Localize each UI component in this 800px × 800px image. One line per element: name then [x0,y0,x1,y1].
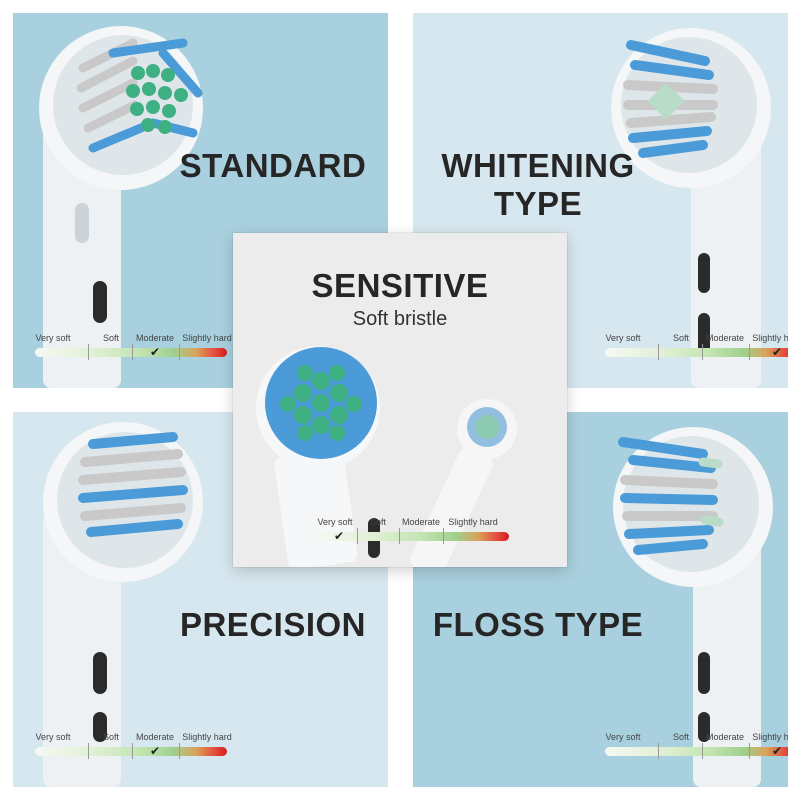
panel-subtitle: Soft bristle [352,308,448,330]
scale-label-soft: Soft [672,333,690,343]
panel-whitening: WHITENING TYPE Very soft Soft Moderate S… [413,13,788,388]
panel-sensitive: SENSITIVE Soft bristle Very soft Soft Mo… [233,233,567,567]
panel-title: STANDARD [179,147,367,184]
scale-label-very-soft: Very soft [35,333,71,343]
scale-divider [749,743,750,759]
panel-title: FLOSS TYPE [432,606,644,643]
scale-divider [749,344,750,360]
toothbrush-head-image [613,427,773,787]
hardness-bar [317,532,509,541]
toothbrush-head-image [611,28,771,388]
panel-title: SENSITIVE [311,267,489,304]
scale-label-moderate: Moderate [401,517,441,527]
hardness-scale: Very soft Soft Moderate Slightly hard ✔ [601,732,788,760]
check-icon: ✔ [149,744,161,758]
check-icon: ✔ [149,345,161,359]
hardness-scale: Very soft Soft Moderate Slightly hard ✔ [601,333,788,361]
scale-divider [132,743,133,759]
hardness-scale: Very soft Soft Moderate Slightly hard ✔ [31,333,232,361]
panel-standard: STANDARD Very soft Soft Moderate Slightl… [13,13,388,388]
scale-label-slightly-hard: Slightly hard [182,333,232,343]
scale-divider [702,743,703,759]
scale-label-slightly-hard: Slightly hard [752,732,788,742]
scale-label-moderate: Moderate [705,732,745,742]
scale-divider [658,344,659,360]
hardness-bar [35,747,227,756]
scale-divider [658,743,659,759]
scale-label-moderate: Moderate [135,333,175,343]
hardness-scale: Very soft Soft Moderate Slightly hard ✔ [313,517,513,545]
scale-label-soft: Soft [672,732,690,742]
check-icon: ✔ [771,345,783,359]
scale-label-soft: Soft [102,333,120,343]
scale-divider [179,344,180,360]
check-icon: ✔ [771,744,783,758]
hardness-scale: Very soft Soft Moderate Slightly hard ✔ [31,732,232,760]
scale-label-moderate: Moderate [135,732,175,742]
toothbrush-head-image [43,422,203,787]
scale-divider [179,743,180,759]
hardness-bar [605,348,788,357]
scale-label-soft: Soft [369,517,387,527]
scale-divider [132,344,133,360]
scale-divider [357,528,358,544]
scale-divider [88,344,89,360]
check-icon: ✔ [333,529,345,543]
scale-label-very-soft: Very soft [605,732,641,742]
scale-label-soft: Soft [102,732,120,742]
toothbrush-head-image [39,26,203,388]
panel-title: WHITENING TYPE [423,147,653,223]
scale-label-very-soft: Very soft [605,333,641,343]
scale-label-slightly-hard: Slightly hard [752,333,788,343]
scale-label-slightly-hard: Slightly hard [448,517,498,527]
scale-label-very-soft: Very soft [35,732,71,742]
scale-label-very-soft: Very soft [317,517,353,527]
panel-precision: PRECISION Very soft Soft Moderate Slight… [13,412,388,787]
scale-label-slightly-hard: Slightly hard [182,732,232,742]
scale-divider [88,743,89,759]
scale-divider [702,344,703,360]
panel-title-line2: TYPE [493,185,583,222]
scale-label-moderate: Moderate [705,333,745,343]
panel-title-line1: WHITENING [441,147,635,184]
hardness-bar [35,348,227,357]
hardness-bar [605,747,788,756]
scale-divider [443,528,444,544]
scale-divider [399,528,400,544]
panel-title: PRECISION [179,606,367,643]
